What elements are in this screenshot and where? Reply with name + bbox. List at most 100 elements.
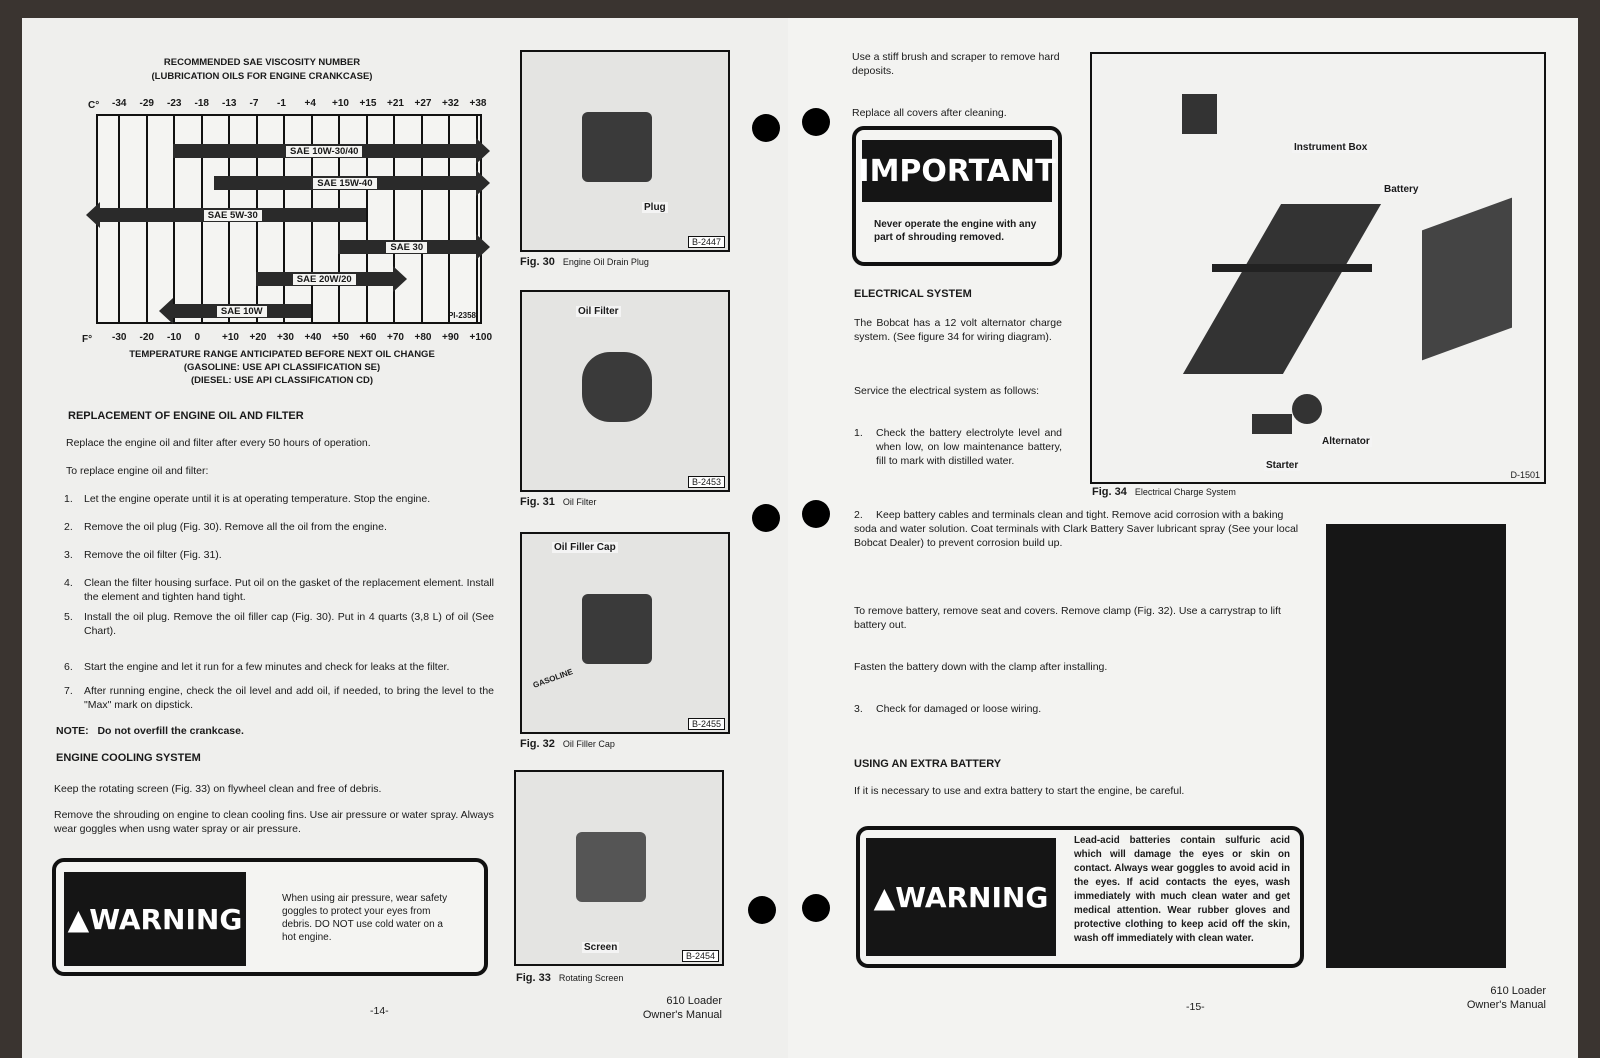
tick-label: -30	[112, 332, 127, 343]
paragraph: The Bobcat has a 12 volt alternator char…	[854, 317, 1062, 343]
tick-label: +10	[332, 98, 349, 109]
figure-label: Oil Filter	[576, 306, 621, 317]
tick-label: -29	[139, 98, 154, 109]
fahrenheit-unit: F°	[82, 334, 93, 345]
step-item: 4.Clean the filter housing surface. Put …	[64, 577, 494, 603]
step-2: 2.Keep battery cables and terminals clea…	[854, 509, 1299, 549]
step-item: 7.After running engine, check the oil le…	[64, 685, 494, 711]
label-alternator: Alternator	[1320, 436, 1372, 447]
step-item: 2.Remove the oil plug (Fig. 30). Remove …	[64, 521, 387, 533]
viscosity-label: SAE 10W	[216, 305, 267, 317]
tick-label: -7	[249, 98, 259, 109]
step-item: 5.Install the oil plug. Remove the oil f…	[64, 611, 494, 637]
paragraph: Fasten the battery down with the clamp a…	[854, 661, 1108, 673]
tick-label: -18	[194, 98, 209, 109]
viscosity-arrow: SAE 15W-40	[214, 170, 490, 196]
tick-label: -10	[167, 332, 182, 343]
tick-label: +50	[332, 332, 349, 343]
paragraph: If it is necessary to use and extra batt…	[854, 785, 1185, 797]
warning-banner: ▲WARNING	[866, 838, 1056, 956]
viscosity-label: SAE 10W-30/40	[286, 145, 363, 157]
viscosity-arrow: SAE 30	[338, 234, 490, 260]
binder-hole	[802, 894, 830, 922]
tick-label: +60	[359, 332, 377, 343]
tick-label: +38	[469, 98, 487, 109]
step-1: 1.Check the battery electrolyte level an…	[854, 427, 1062, 467]
tick-label: +15	[359, 98, 377, 109]
label-instrument-box: Instrument Box	[1292, 142, 1370, 153]
note-label: NOTE:	[56, 725, 89, 737]
tick-label: +4	[304, 98, 316, 109]
tick-label: +20	[249, 332, 267, 343]
binder-hole	[748, 896, 776, 924]
tick-label: -13	[222, 98, 237, 109]
tick-label: +90	[442, 332, 459, 343]
note-text: Do not overfill the crankcase.	[97, 725, 244, 737]
step-3: 3.Check for damaged or loose wiring.	[854, 703, 1042, 715]
important-box: IMPORTANT Never operate the engine with …	[852, 126, 1062, 266]
caption-line: (DIESEL: USE API CLASSIFICATION CD)	[190, 375, 374, 386]
paragraph: Service the electrical system as follows…	[854, 385, 1039, 397]
tick-label: -23	[167, 98, 182, 109]
right-page: Use a stiff brush and scraper to remove …	[788, 18, 1578, 1058]
binder-hole	[802, 500, 830, 528]
warning-label: WARNING	[895, 880, 1049, 914]
paragraph: Replace the engine oil and filter after …	[66, 437, 371, 449]
viscosity-label: SAE 5W-30	[203, 209, 262, 221]
warning-banner: ▲WARNING	[64, 872, 246, 966]
tick-label: +21	[387, 98, 404, 109]
page-number: -15-	[1186, 1001, 1205, 1013]
warning-box: ▲WARNING When using air pressure, wear s…	[52, 858, 488, 976]
heading-extra-battery: USING AN EXTRA BATTERY	[854, 758, 1002, 770]
tick-label: +27	[414, 98, 432, 109]
black-block	[1326, 524, 1506, 968]
tick-label: -1	[277, 98, 286, 109]
figure-label: Plug	[642, 202, 668, 213]
grid-line	[420, 116, 423, 322]
viscosity-arrow: SAE 5W-30	[86, 202, 366, 228]
left-page: RECOMMENDED SAE VISCOSITY NUMBER(LUBRICA…	[22, 18, 788, 1058]
tick-label: -34	[112, 98, 127, 109]
note: NOTE: Do not overfill the crankcase.	[56, 724, 244, 738]
tick-label: 0	[194, 332, 201, 343]
figure-code: B-2453	[687, 476, 725, 488]
label-starter: Starter	[1264, 460, 1301, 471]
heading-cooling: ENGINE COOLING SYSTEM	[56, 752, 201, 764]
figure-code: B-2455	[687, 718, 725, 730]
tick-label: -20	[139, 332, 154, 343]
warning-text: When using air pressure, wear safety gog…	[282, 893, 448, 943]
paragraph: To remove battery, remove seat and cover…	[854, 605, 1281, 631]
tick-label: +70	[387, 332, 404, 343]
chart-caption: TEMPERATURE RANGE ANTICIPATED BEFORE NEX…	[82, 348, 482, 387]
paragraph: To replace engine oil and filter:	[66, 465, 209, 477]
chart-code: PI-2358	[447, 311, 476, 320]
heading-replacement: REPLACEMENT OF ENGINE OIL AND FILTER	[68, 410, 304, 422]
warning-label: WARNING	[89, 902, 243, 936]
paragraph: Keep the rotating screen (Fig. 33) on fl…	[54, 783, 382, 795]
cap-text: GASOLINE	[531, 667, 575, 690]
viscosity-label: SAE 20W/20	[292, 273, 356, 285]
viscosity-label: SAE 15W-40	[313, 177, 377, 189]
step-item: 6.Start the engine and let it run for a …	[64, 661, 450, 673]
caption-line: TEMPERATURE RANGE ANTICIPATED BEFORE NEX…	[129, 349, 435, 360]
tick-label: +30	[277, 332, 294, 343]
warning-triangle-icon: ▲	[67, 902, 90, 936]
chart-title: RECOMMENDED SAE VISCOSITY NUMBER(LUBRICA…	[151, 57, 373, 82]
important-banner: IMPORTANT	[858, 140, 1056, 202]
viscosity-arrow: SAE 10W	[159, 298, 311, 324]
figure-code: D-1501	[1510, 470, 1540, 480]
grid-line	[475, 116, 478, 322]
tick-label: +32	[442, 98, 459, 109]
celsius-ticks: -34 -29 -23 -18 -13 -7 -1 +4 +10 +15 +21 +27 +32 +38	[112, 98, 492, 112]
figure-label: Screen	[582, 942, 620, 953]
binder-hole	[752, 114, 780, 142]
